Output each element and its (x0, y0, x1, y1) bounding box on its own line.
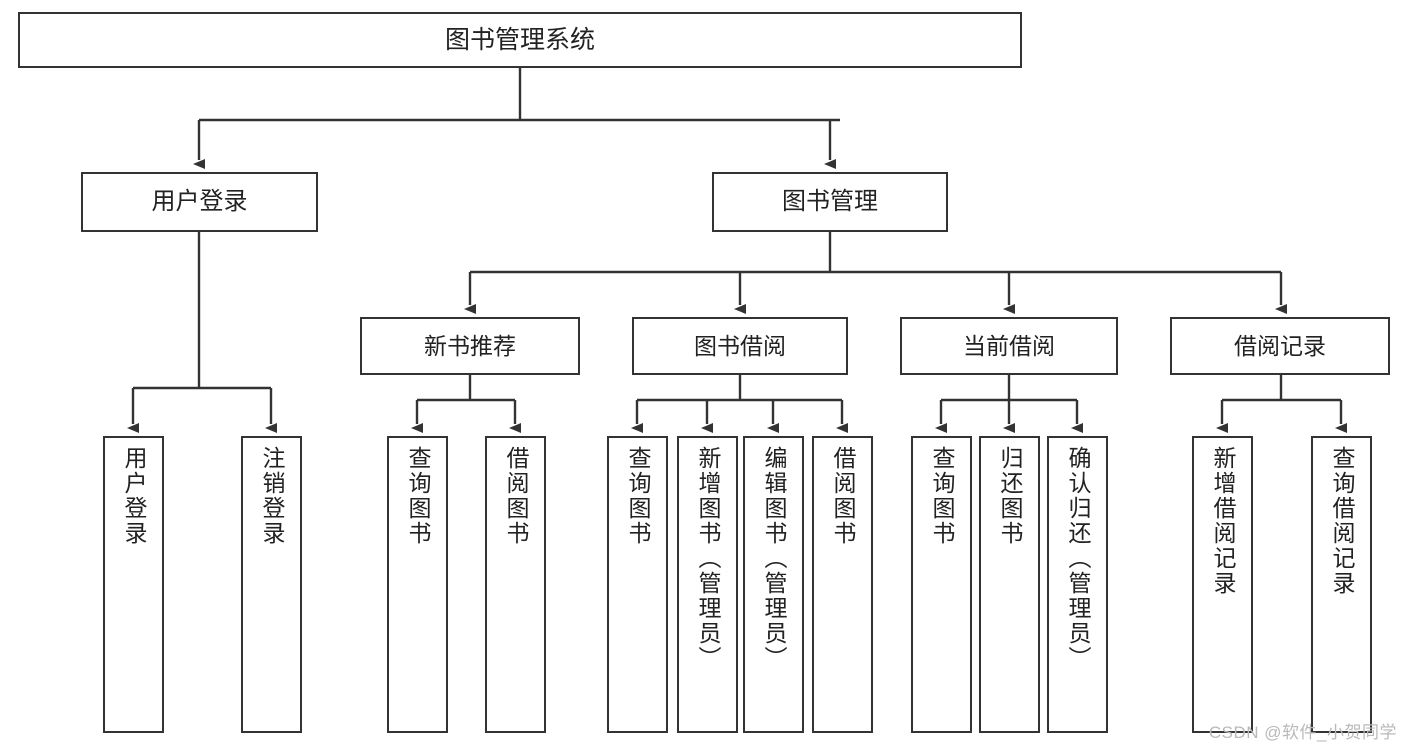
node-label: 图书借阅 (694, 332, 786, 359)
node-label: 新增借阅记录 (1210, 446, 1236, 596)
node-label: 新增图书（管理员） (695, 446, 721, 671)
node-leaf-edit-book-admin[interactable]: 编辑图书（管理员） (743, 436, 804, 733)
node-label: 确认归还（管理员） (1065, 446, 1091, 671)
node-label: 用户登录 (121, 446, 147, 546)
node-leaf-borrow-book[interactable]: 借阅图书 (812, 436, 873, 733)
node-leaf-new-book-borrow[interactable]: 借阅图书 (485, 436, 546, 733)
node-label: 注销登录 (259, 446, 285, 546)
node-leaf-add-borrow-record[interactable]: 新增借阅记录 (1192, 436, 1253, 733)
node-label: 查询图书 (929, 446, 955, 546)
node-label: 新书推荐 (424, 332, 516, 359)
node-leaf-user-logout[interactable]: 注销登录 (241, 436, 302, 733)
node-root-system[interactable]: 图书管理系统 (18, 12, 1022, 68)
node-leaf-current-query-book[interactable]: 查询图书 (911, 436, 972, 733)
node-new-book-recommend[interactable]: 新书推荐 (360, 317, 580, 375)
node-leaf-add-book-admin[interactable]: 新增图书（管理员） (677, 436, 738, 733)
node-label: 当前借阅 (963, 332, 1055, 359)
node-current-borrow[interactable]: 当前借阅 (900, 317, 1118, 375)
node-label: 查询借阅记录 (1329, 446, 1355, 596)
node-leaf-borrow-query-book[interactable]: 查询图书 (607, 436, 668, 733)
node-leaf-query-borrow-record[interactable]: 查询借阅记录 (1311, 436, 1372, 733)
node-label: 图书管理系统 (444, 25, 595, 54)
watermark-text: CSDN @软件_小贺同学 (1208, 723, 1397, 742)
node-label: 图书管理 (782, 188, 878, 216)
node-user-login[interactable]: 用户登录 (81, 172, 318, 232)
node-leaf-user-login[interactable]: 用户登录 (103, 436, 164, 733)
node-label: 查询图书 (625, 446, 651, 546)
node-book-management[interactable]: 图书管理 (712, 172, 948, 232)
node-label: 借阅图书 (503, 446, 529, 546)
node-label: 查询图书 (405, 446, 431, 546)
node-borrow-record[interactable]: 借阅记录 (1170, 317, 1390, 375)
node-label: 编辑图书（管理员） (761, 446, 787, 671)
node-book-borrow[interactable]: 图书借阅 (632, 317, 848, 375)
node-leaf-return-book[interactable]: 归还图书 (979, 436, 1040, 733)
node-label: 用户登录 (151, 188, 248, 216)
node-leaf-confirm-return-admin[interactable]: 确认归还（管理员） (1047, 436, 1108, 733)
node-leaf-new-book-query[interactable]: 查询图书 (387, 436, 448, 733)
node-label: 借阅图书 (830, 446, 856, 546)
node-label: 借阅记录 (1234, 332, 1326, 359)
node-label: 归还图书 (997, 446, 1023, 546)
